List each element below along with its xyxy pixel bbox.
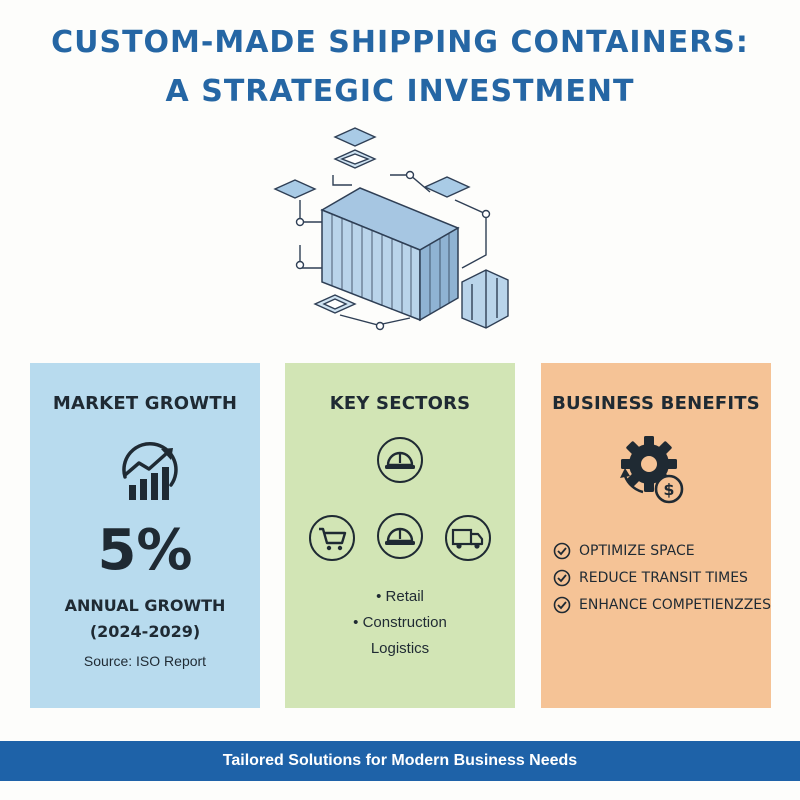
- hard-hat-icon: [377, 513, 423, 559]
- growth-chart-icon: [122, 442, 178, 500]
- benefit-item: OPTIMIZE SPACE: [553, 541, 695, 561]
- check-circle-icon: [553, 542, 571, 560]
- sector-item: Logistics: [370, 640, 430, 657]
- svg-text:$: $: [663, 480, 674, 499]
- shopping-cart-icon: [309, 515, 355, 561]
- growth-percentage: 5%: [97, 518, 193, 583]
- benefit-label: REDUCE TRANSIT TIMES: [579, 570, 748, 586]
- hard-hat-icon: [377, 437, 423, 483]
- business-benefits-title: BUSINESS BENEFITS: [552, 393, 760, 414]
- benefit-item: ENHANCE COMPETIENZZES: [553, 595, 771, 615]
- market-growth-title: MARKET GROWTH: [52, 393, 238, 414]
- benefit-item: REDUCE TRANSIT TIMES: [553, 568, 748, 588]
- delivery-truck-icon: [445, 515, 491, 561]
- shipping-container-illustration: [273, 127, 509, 331]
- sector-item: • Construction: [353, 614, 447, 631]
- sector-item: • Retail: [376, 588, 424, 605]
- market-growth-card: MARKET GROWTH: [30, 363, 260, 708]
- benefit-label: ENHANCE COMPETIENZZES: [579, 597, 772, 613]
- check-circle-icon: [553, 569, 571, 587]
- page-title-line-2: A STRATEGIC INVESTMENT: [165, 74, 635, 109]
- footer-banner: Tailored Solutions for Modern Business N…: [0, 741, 800, 781]
- growth-label: ANNUAL GROWTH: [64, 596, 226, 615]
- page-title-line-1: CUSTOM-MADE SHIPPING CONTAINERS:: [51, 25, 749, 60]
- gear-dollar-icon: $: [620, 436, 684, 504]
- business-benefits-card: BUSINESS BENEFITS: [541, 363, 771, 708]
- growth-period: (2024-2029): [89, 622, 201, 641]
- source-note: Source: ISO Report: [83, 653, 207, 669]
- key-sectors-title: KEY SECTORS: [329, 393, 471, 414]
- benefit-label: OPTIMIZE SPACE: [579, 543, 695, 559]
- check-circle-icon: [553, 596, 571, 614]
- key-sectors-card: KEY SECTORS: [285, 363, 515, 708]
